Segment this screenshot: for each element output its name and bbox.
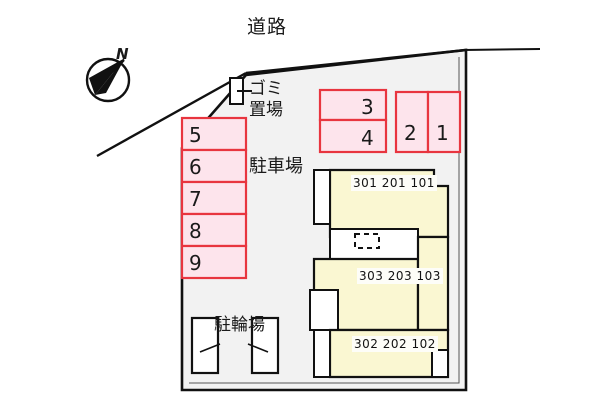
parking-stall-6[interactable] [180,148,248,184]
north-letter-label: N [116,45,129,63]
parking-stall-5[interactable] [180,116,248,152]
parking-stall-9-label: 9 [189,251,202,275]
garbage-station-label: ゴミ 置場 [249,79,283,120]
parking-stall-7-label: 7 [189,187,202,211]
north-compass-icon [85,57,131,103]
bicycle-parking-area[interactable] [190,316,280,375]
parking-stall-1[interactable] [426,90,462,154]
parking-stall-4[interactable] [318,118,388,154]
unit-block-c-rooms: 302 202 102 [352,336,438,352]
site-inner-edge [189,57,460,384]
parking-stall-5-label: 5 [189,123,202,147]
parking-stall-8-label: 8 [189,219,202,243]
parking-stall-8[interactable] [180,212,248,248]
bicycle-parking-label: 駐輪場 [214,314,265,336]
parking-stall-1-label: 1 [436,121,449,145]
parking-stall-4-label: 4 [361,126,374,150]
parking-stall-3[interactable] [318,88,388,122]
road-edge-diagonal [96,71,247,158]
unit-block-b-rooms: 303 203 103 [357,268,443,284]
parking-area-label: 駐車場 [249,155,303,178]
road-label: 道路 [247,16,288,38]
road-edge-right [463,48,541,51]
unit-block-a-rooms: 301 201 101 [351,175,437,191]
road-edge-top [245,48,467,75]
parking-stall-3-label: 3 [361,95,374,119]
parking-stall-6-label: 6 [189,155,202,179]
parking-stall-9[interactable] [180,244,248,280]
parking-stall-7[interactable] [180,180,248,216]
parking-stall-2-label: 2 [404,121,417,145]
garbage-station-marker [229,77,252,105]
